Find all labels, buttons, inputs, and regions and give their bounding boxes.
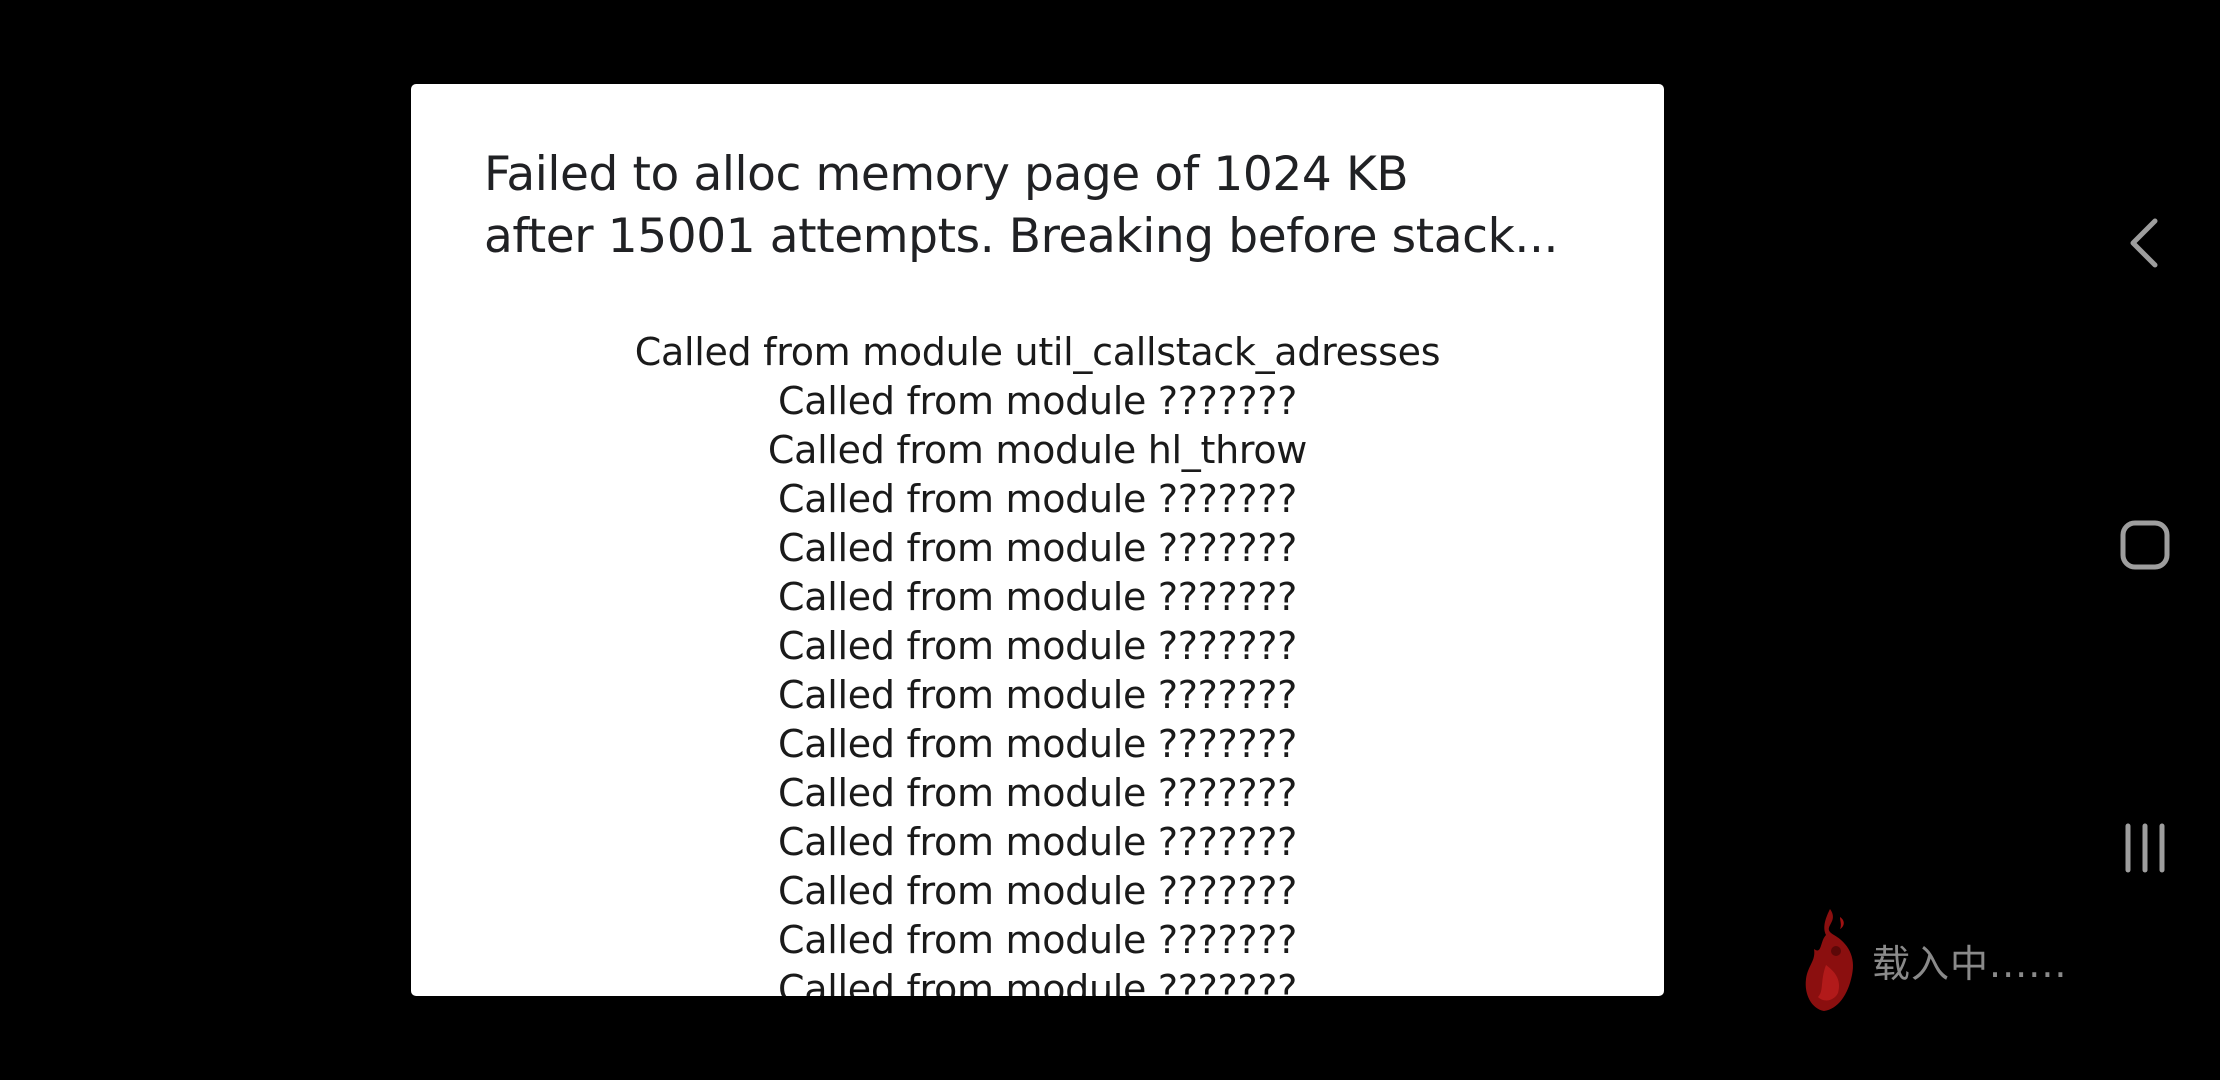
chevron-left-icon (2130, 218, 2158, 268)
callstack-line: Called from module ??????? (778, 379, 1297, 423)
callstack-line: Called from module ??????? (778, 477, 1297, 521)
loading-indicator: 载入中...... (1800, 900, 2067, 1020)
callstack-line: Called from module ??????? (778, 918, 1297, 962)
callstack-line: Called from module ??????? (778, 673, 1297, 717)
nav-recents-button[interactable] (2110, 813, 2180, 883)
callstack-line: Called from module hl_throw (767, 428, 1308, 472)
callstack-line: Called from module ??????? (778, 771, 1297, 815)
callstack-line: Called from module ??????? (778, 869, 1297, 913)
flame-logo-icon (1805, 909, 1854, 1011)
nav-back-button[interactable] (2110, 208, 2180, 278)
dialog-title-line-1: Failed to alloc memory page of 1024 KB (484, 147, 1409, 202)
callstack-line: Called from module ??????? (778, 820, 1297, 864)
dialog-title: Failed to alloc memory page of 1024 KB a… (484, 144, 1624, 268)
nav-home-button[interactable] (2110, 510, 2180, 580)
loading-text: 载入中...... (1872, 941, 2068, 986)
callstack-line: Called from module ??????? (778, 526, 1297, 570)
callstack-line: Called from module ??????? (778, 722, 1297, 766)
crash-dialog: Failed to alloc memory page of 1024 KB a… (411, 84, 1664, 996)
callstack-line: Called from module ??????? (778, 575, 1297, 619)
callstack-line: Called from module ??????? (778, 967, 1297, 996)
dialog-title-line-2: after 15001 attempts. Breaking before st… (484, 209, 1559, 264)
home-icon (2120, 520, 2170, 570)
recents-icon (2125, 823, 2165, 873)
callstack-line: Called from module util_callstack_adress… (634, 330, 1441, 374)
callstack-list: Called from module util_callstack_adress… (411, 328, 1664, 996)
callstack-line: Called from module ??????? (778, 624, 1297, 668)
